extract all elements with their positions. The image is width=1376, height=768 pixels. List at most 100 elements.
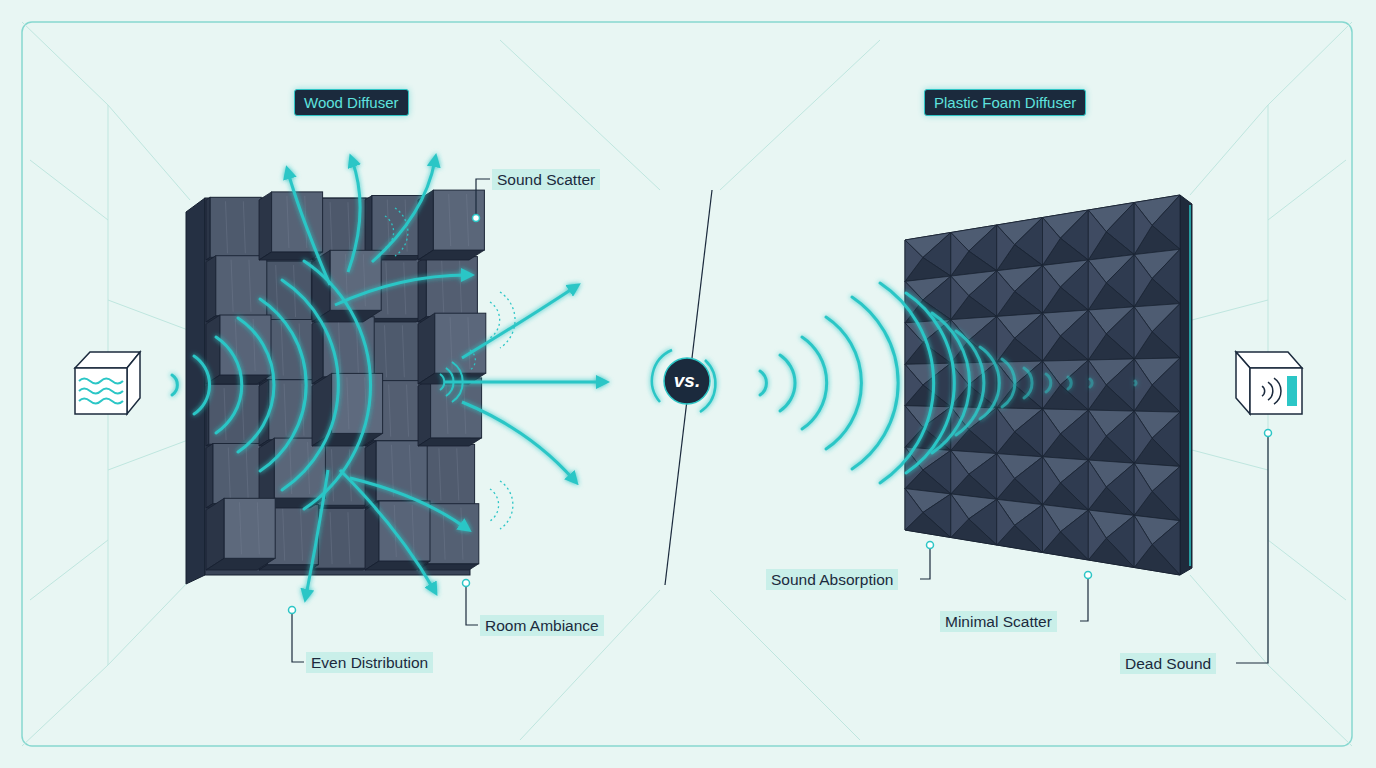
pyramid-face [1134, 203, 1152, 255]
pyramid-face [1134, 411, 1152, 463]
wood-grain [464, 382, 466, 434]
callout-label: Room Ambiance [480, 615, 604, 636]
title-tag: Wood Diffuser [294, 89, 409, 116]
foam-pyramid [1088, 255, 1134, 310]
icon-side [127, 352, 140, 414]
foam-pyramid [997, 313, 1043, 362]
callout-label: Sound Scatter [492, 169, 600, 190]
wood-grain [287, 196, 289, 248]
scatter-arrow [350, 478, 466, 528]
absorbed-wave [852, 297, 898, 469]
pyramid-face [997, 408, 1015, 454]
pyramid-face [1088, 410, 1106, 460]
block-face [315, 508, 366, 568]
sound-wave [238, 318, 274, 452]
scatter-arrow [288, 172, 330, 285]
leader-dot [473, 215, 480, 222]
wood-grain [281, 324, 283, 376]
leader-dot [463, 580, 470, 587]
perspective-line [30, 540, 108, 600]
divider-line [665, 190, 712, 585]
pyramid-face [1088, 510, 1106, 560]
pyramid-face [1043, 409, 1061, 457]
pyramid-face [1043, 265, 1061, 313]
wood-grain [404, 262, 406, 314]
scatter-arrow [462, 287, 575, 358]
incoming-waves [172, 261, 463, 509]
pyramid-face [997, 454, 1015, 500]
icon-side [1236, 352, 1250, 414]
wood-block [418, 257, 477, 322]
wood-grain [389, 385, 391, 437]
block-bottom [206, 375, 271, 384]
foam-pyramid [905, 489, 951, 538]
title-tag: Plastic Foam Diffuser [924, 89, 1086, 116]
foam-pyramid [1088, 460, 1134, 515]
leader-line [466, 587, 478, 625]
callout-label: Dead Sound [1120, 653, 1216, 674]
dotted-ripple [470, 350, 475, 370]
foam-pyramid [951, 494, 997, 545]
block-side [259, 380, 269, 446]
absorbed-wave [780, 355, 795, 411]
foam-pyramid [1088, 410, 1134, 463]
block-side [418, 257, 426, 322]
absorbed-wave [1090, 379, 1092, 387]
dotted-ripple [490, 302, 500, 338]
wood-grain [409, 445, 411, 497]
pyramid-face [997, 271, 1015, 317]
perspective-line [1268, 540, 1346, 600]
sound-wave [282, 280, 338, 490]
block-face [210, 197, 261, 257]
foam-pyramid [951, 362, 997, 408]
foam-pyramid [1043, 409, 1089, 460]
perspective-line [500, 40, 660, 190]
absorbed-wave [906, 293, 954, 473]
pyramid-face [997, 225, 1015, 271]
block-bottom [418, 564, 479, 570]
block-side [206, 444, 213, 509]
perspective-line [1190, 575, 1268, 665]
wood-grain [231, 260, 233, 312]
block-face [379, 501, 430, 561]
perspective-line [1268, 665, 1352, 746]
pyramid-face [1043, 505, 1061, 553]
block-bottom [259, 565, 318, 570]
icon-sound [1262, 386, 1265, 396]
absorbed-wave [1068, 377, 1071, 389]
foam-pyramid [1043, 457, 1089, 510]
wood-grain [449, 194, 451, 246]
foam-pyramid [1088, 203, 1134, 261]
foam-pyramid [1088, 307, 1134, 360]
foam-pyramid [951, 271, 997, 320]
icon-wave [79, 389, 123, 394]
wood-grain [290, 442, 292, 494]
absorbed-wave [1046, 374, 1051, 392]
wood-grain [284, 384, 286, 436]
foam-pyramid [1134, 249, 1180, 306]
pyramid-face [997, 316, 1015, 362]
block-face [426, 257, 477, 317]
callout-label: Even Distribution [306, 652, 433, 673]
perspective-line [1192, 300, 1268, 320]
dotted-ripple [500, 481, 513, 529]
block-side [259, 192, 272, 260]
block-bottom [418, 438, 482, 446]
wood-grain [226, 201, 228, 253]
block-side [312, 317, 323, 384]
wood-grain [253, 319, 255, 371]
wood-grain [412, 505, 414, 557]
foam-pyramid [1088, 510, 1134, 568]
pyramid-face [1043, 361, 1061, 409]
foam-pyramid [1088, 359, 1134, 411]
scatter-arrow [372, 160, 435, 262]
foam-pyramid [951, 407, 997, 454]
sound-wave [304, 261, 371, 509]
icon-sound [1274, 378, 1281, 404]
wood-diffuser [186, 190, 486, 584]
perspective-line [710, 590, 860, 740]
panel-edge-glow [1189, 205, 1191, 566]
versus-badge: vs. [662, 356, 712, 406]
absorbed-wave [1002, 359, 1015, 407]
pyramid-face [951, 494, 969, 538]
